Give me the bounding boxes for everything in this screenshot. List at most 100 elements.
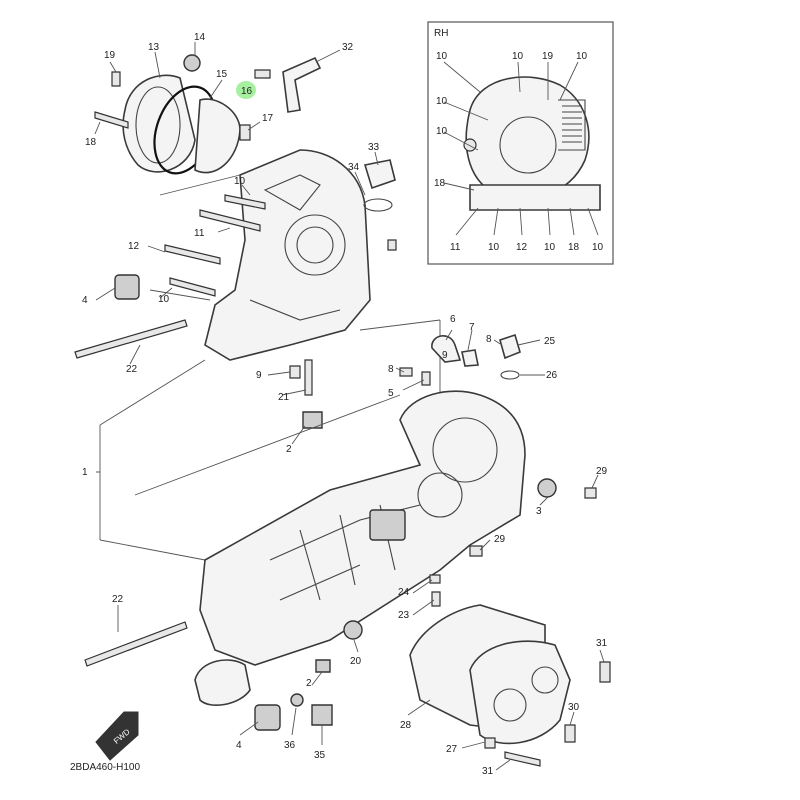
callout: 20 bbox=[350, 656, 362, 667]
dowel-29 bbox=[584, 487, 597, 499]
callout: 8 bbox=[486, 334, 492, 345]
pin-21 bbox=[304, 359, 313, 396]
callout: 3 bbox=[536, 506, 542, 517]
inset-callout: 18 bbox=[568, 242, 580, 253]
callout: 18 bbox=[85, 137, 97, 148]
hose-6 bbox=[431, 335, 462, 363]
callout: 26 bbox=[546, 370, 558, 381]
screw-19 bbox=[111, 71, 121, 87]
inset-case-cover bbox=[465, 76, 590, 200]
transmission-cover bbox=[407, 604, 611, 771]
breather-33 bbox=[363, 159, 396, 190]
pin-17 bbox=[239, 124, 251, 141]
dowel-27 bbox=[484, 737, 496, 749]
callout: 27 bbox=[446, 744, 458, 755]
inset-plug bbox=[463, 138, 477, 152]
inset-callout: 19 bbox=[542, 51, 554, 62]
plug-small bbox=[387, 239, 397, 251]
callout: 5 bbox=[388, 388, 394, 399]
inset-callout: 12 bbox=[516, 242, 528, 253]
callout: 4 bbox=[82, 295, 88, 306]
mount-boss bbox=[194, 659, 251, 706]
callout: 29 bbox=[596, 466, 608, 477]
callout: 10 bbox=[158, 294, 170, 305]
highlight-16 bbox=[236, 81, 256, 99]
inset-bearing-bore bbox=[499, 116, 557, 174]
inset-callout: 10 bbox=[576, 51, 588, 62]
inset-label: RH bbox=[434, 28, 448, 39]
stud-22 bbox=[74, 319, 188, 359]
callout: 33 bbox=[368, 142, 380, 153]
callout: 16 bbox=[241, 86, 253, 97]
stud-22b bbox=[84, 621, 188, 667]
callout: 9 bbox=[256, 370, 262, 381]
callout: 34 bbox=[348, 162, 360, 173]
callout: 1 bbox=[82, 467, 88, 478]
bolt-18 bbox=[94, 111, 129, 129]
plug-2b bbox=[315, 659, 331, 673]
bolt-10 bbox=[224, 194, 266, 210]
callout-labels: 19 13 14 15 16 17 18 32 33 34 10 11 12 1… bbox=[82, 32, 608, 777]
crankcase-right-half bbox=[84, 329, 599, 745]
callout: 17 bbox=[262, 113, 274, 124]
dowel-9 bbox=[289, 365, 301, 379]
main-case bbox=[199, 390, 526, 666]
main-case-bore bbox=[432, 417, 498, 483]
inset-callout: 10 bbox=[592, 242, 604, 253]
callout: 30 bbox=[568, 702, 580, 713]
fitting-25 bbox=[499, 333, 521, 360]
callout: 24 bbox=[398, 587, 410, 598]
callout: 7 bbox=[469, 322, 475, 333]
inset-callout: 10 bbox=[436, 126, 448, 137]
inset-frame bbox=[427, 21, 614, 265]
washer-24 bbox=[429, 574, 441, 584]
bolt-31b bbox=[504, 751, 541, 767]
inset-callout: 10 bbox=[512, 51, 524, 62]
callout: 22 bbox=[126, 364, 138, 375]
callout: 13 bbox=[148, 42, 160, 53]
dowel-29b bbox=[469, 545, 483, 557]
callout: 14 bbox=[194, 32, 206, 43]
pump-group bbox=[94, 42, 341, 175]
bolt-23 bbox=[431, 591, 441, 607]
callout: 25 bbox=[544, 336, 556, 347]
washer-36 bbox=[290, 693, 304, 707]
gasket-34 bbox=[363, 198, 393, 212]
inset-callout: 10 bbox=[544, 242, 556, 253]
callout: 31 bbox=[596, 638, 608, 649]
bolt-10b bbox=[169, 277, 216, 297]
inset-fins bbox=[558, 99, 586, 151]
seal-20 bbox=[343, 620, 363, 640]
plug-2 bbox=[302, 411, 323, 429]
lever-32 bbox=[282, 56, 322, 113]
bolt-11 bbox=[199, 209, 261, 232]
plug-5 bbox=[421, 371, 431, 386]
clamp-7 bbox=[461, 349, 479, 367]
drawing-code: 2BDA460-H100 bbox=[70, 762, 140, 773]
o-ring-26 bbox=[500, 370, 520, 380]
oil-seal bbox=[183, 54, 201, 72]
callout: 2 bbox=[286, 444, 292, 455]
callout: 31 bbox=[482, 766, 494, 777]
left-case bbox=[204, 149, 371, 361]
inset-callout: 10 bbox=[488, 242, 500, 253]
callout: 29 bbox=[494, 534, 506, 545]
inset-callout: 18 bbox=[434, 178, 446, 189]
bolt-30 bbox=[564, 724, 576, 743]
bearing-4 bbox=[114, 274, 140, 300]
callout: 10 bbox=[234, 176, 246, 187]
callout: 21 bbox=[278, 392, 290, 403]
inset-lower-flange bbox=[469, 184, 601, 211]
rh-inset: RH 10 10 19 10 10 10 18 11 10 12 10 18 1… bbox=[427, 21, 614, 265]
inset-callout: 10 bbox=[436, 96, 448, 107]
bolt-12 bbox=[164, 244, 221, 265]
bearing-4b bbox=[254, 704, 281, 731]
callout: 2 bbox=[306, 678, 312, 689]
callout: 19 bbox=[104, 50, 116, 61]
crankcase-left-half bbox=[74, 149, 397, 445]
inset-callout: 10 bbox=[436, 51, 448, 62]
bolt-small bbox=[254, 69, 271, 79]
bolt-35 bbox=[311, 704, 333, 726]
callout: 8 bbox=[388, 364, 394, 375]
